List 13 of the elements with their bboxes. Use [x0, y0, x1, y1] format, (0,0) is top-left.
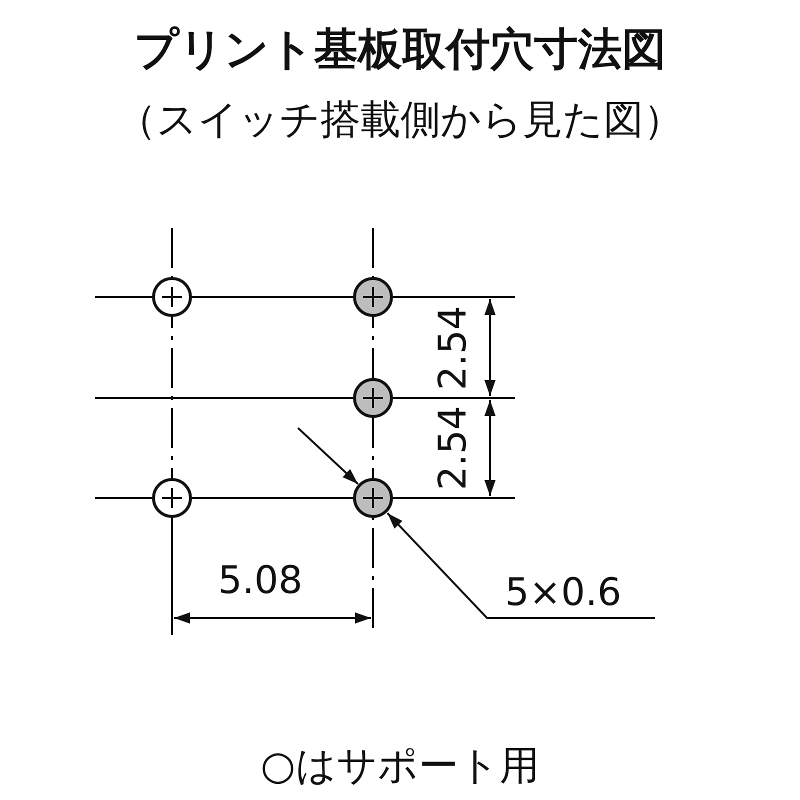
dimension-label: 2.54: [430, 306, 474, 390]
callout-label: 5×0.6: [505, 570, 622, 614]
hole-circle: [152, 277, 192, 317]
hole-circle: [152, 478, 192, 518]
subtitle: （スイッチ搭載側から見た図）: [116, 96, 684, 145]
note: ○はサポート用: [260, 742, 540, 791]
hole-circle: [353, 478, 393, 518]
dimension-label: 5.08: [218, 558, 303, 602]
title: プリント基板取付穴寸法図: [133, 23, 667, 77]
hole-circle: [353, 378, 393, 418]
dimension-label: 2.54: [430, 406, 474, 490]
hole-circle: [353, 277, 393, 317]
leader-line: [386, 512, 655, 619]
